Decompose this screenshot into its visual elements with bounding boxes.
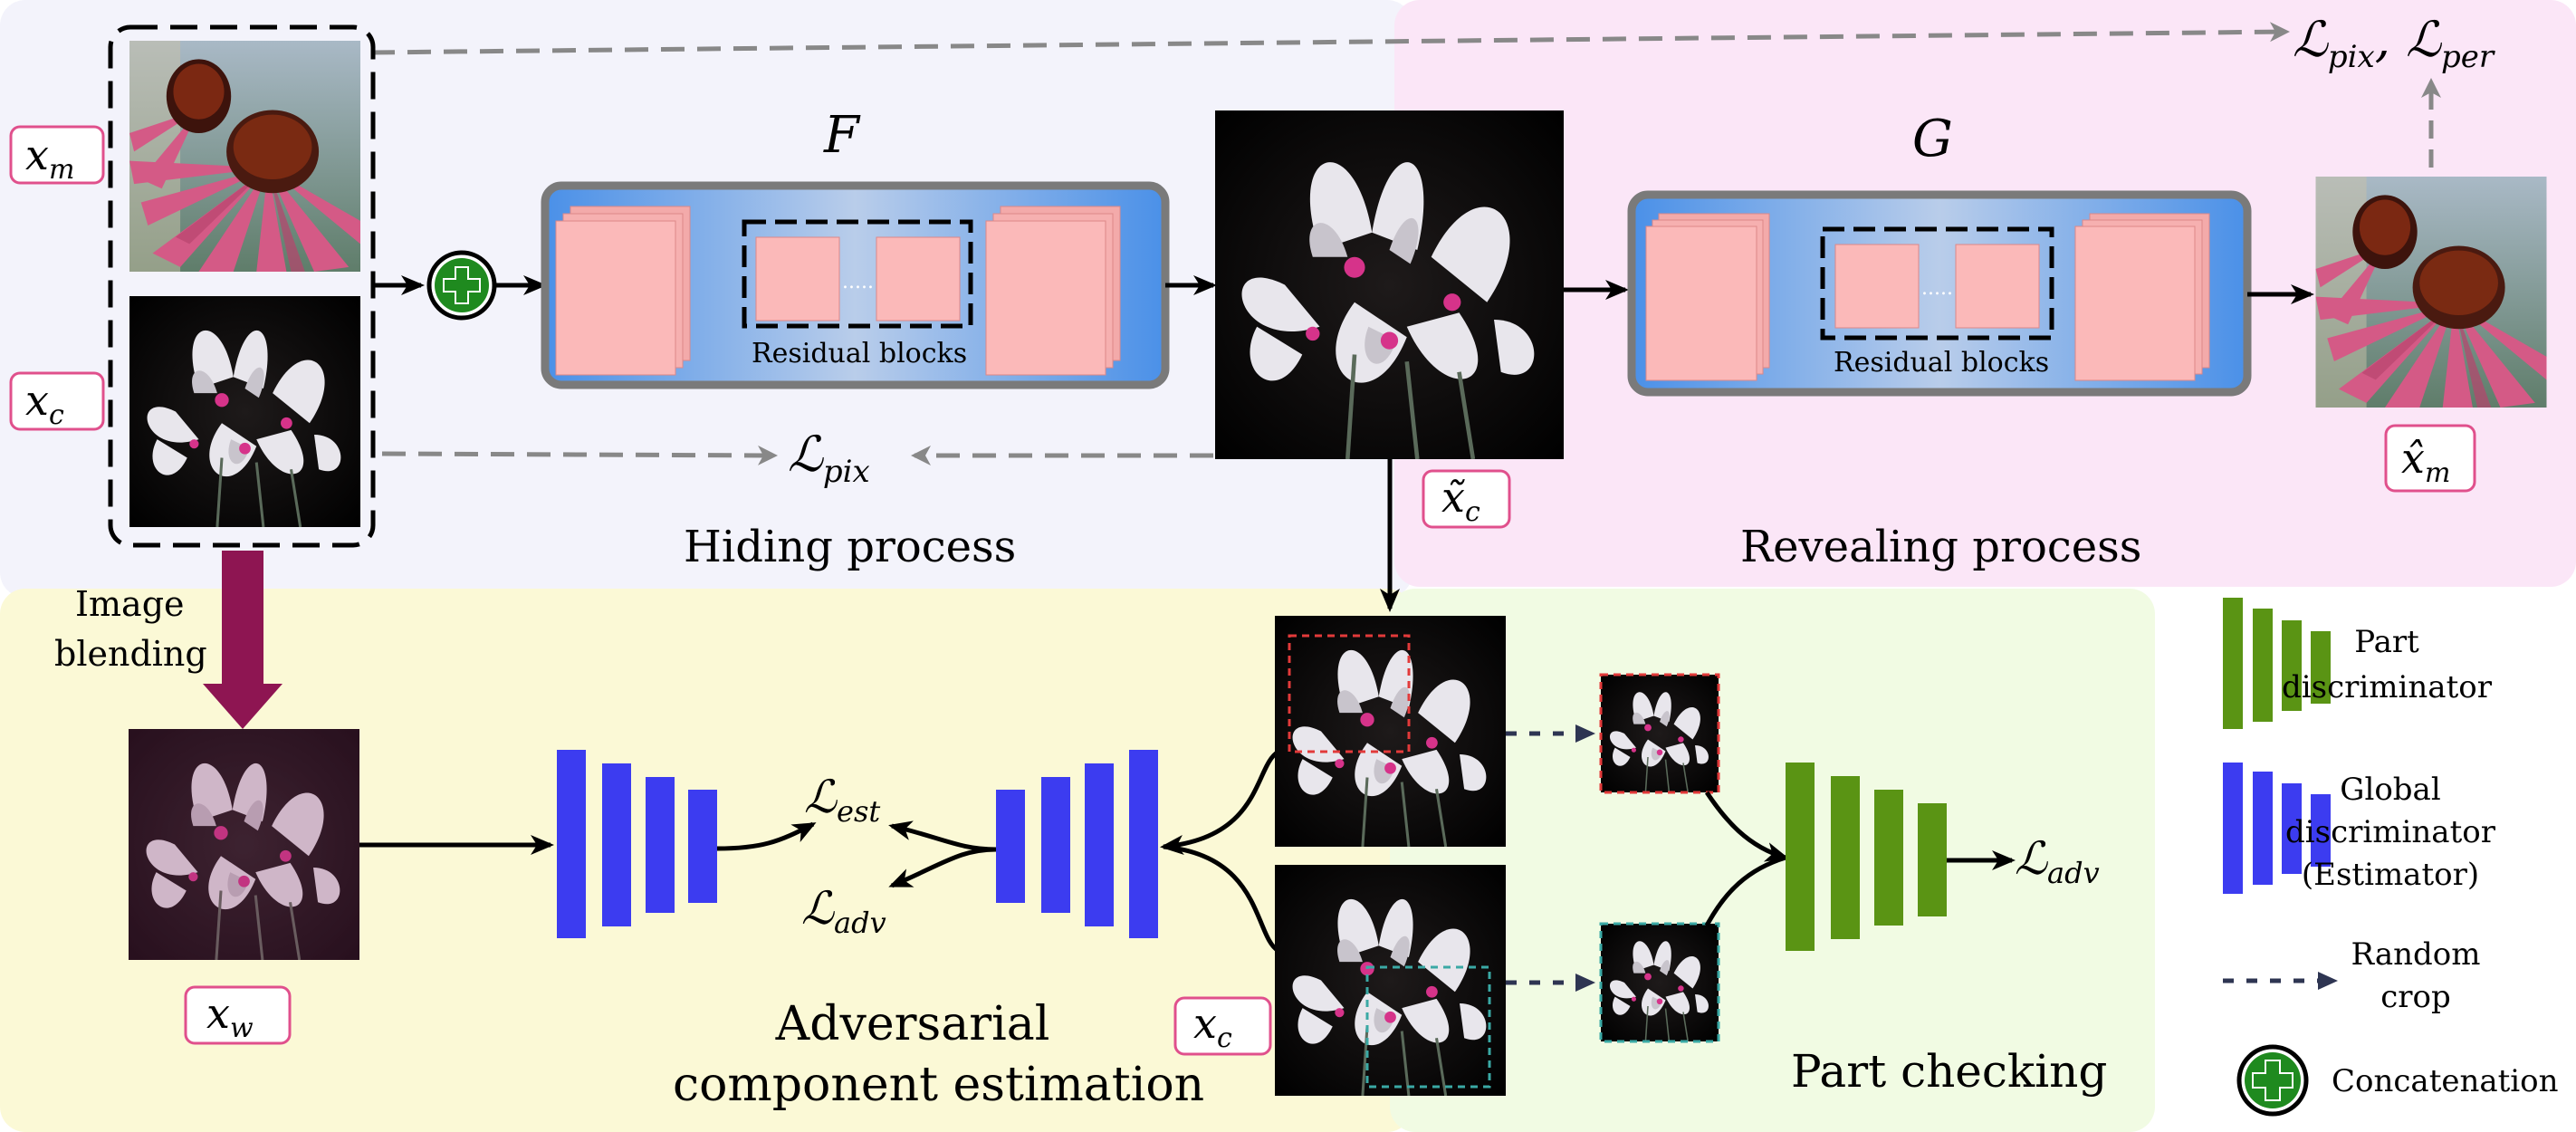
loss-adv2-symbol: ℒ (2015, 832, 2048, 885)
loss-adv-sub: adv (834, 906, 886, 940)
top-loss-arrow (370, 22, 2290, 55)
loss-adv-part: ℒadv (2015, 832, 2100, 890)
part-checking-label: Part checking (1791, 1045, 2107, 1098)
cropped-patch-top (1599, 673, 1720, 794)
residual-blocks-label-g: Residual blocks (1834, 347, 2049, 379)
loss-est-symbol: ℒ (804, 771, 838, 823)
label-box-xc (9, 371, 105, 431)
secret-image-xm (129, 41, 360, 272)
residual-dots-f: ..... (842, 271, 874, 293)
svg-text:x̃c: x̃c (1441, 473, 1480, 528)
arrow-patch2-to-partdisc (1704, 855, 1786, 927)
label-xc2: x (1193, 999, 1217, 1048)
pix-loss-arrow-left (381, 445, 778, 465)
legend-concat-icon (2236, 1044, 2309, 1117)
loss-adv: ℒadv (801, 882, 886, 940)
container-image-xc-tilde (1215, 110, 1564, 459)
cover-image-xc (129, 296, 360, 527)
label-xw: x (206, 989, 230, 1038)
label-xm-hat: x̂ (2401, 434, 2425, 483)
loss-mid-sub: pix (823, 454, 870, 490)
legend-global-disc-icon (2223, 763, 2331, 894)
svg-text:xc: xc (1193, 999, 1232, 1054)
svg-text:x̂m: x̂m (2401, 434, 2450, 489)
cropped-patch-bottom (1599, 922, 1720, 1043)
arrow-disc1-to-lest (716, 821, 817, 851)
loss-top-sub1: pix (2328, 39, 2375, 75)
label-xm-sub: m (49, 154, 74, 186)
loss-top-sep: , ℒ (2375, 11, 2442, 68)
adversarial-label-line2: component estimation (673, 1058, 1204, 1112)
image-blending-label-2: blending (54, 634, 207, 674)
label-xc: x (25, 376, 49, 425)
svg-text:xm: xm (25, 130, 74, 186)
label-box-xc2 (1173, 996, 1272, 1056)
label-xc-tilde: x̃ (1441, 473, 1465, 522)
image-blending-label-1: Image (75, 584, 185, 624)
revealed-image-xm-hat (2315, 177, 2547, 408)
legend-part-label-2: discriminator (2282, 669, 2493, 705)
loss-adv-symbol: ℒ (801, 882, 835, 935)
image-blending-arrow (203, 551, 282, 729)
label-xm-hat-sub: m (2425, 457, 2450, 489)
hiding-process-label: Hiding process (684, 522, 1016, 572)
cover-image-crop-bottom (1275, 865, 1506, 1096)
residual-blocks-label-f: Residual blocks (752, 338, 967, 369)
global-discriminator-2 (996, 750, 1158, 938)
network-g (1627, 190, 2252, 397)
loss-top-symbol: ℒ (2293, 11, 2329, 68)
loss-top-sub2: per (2441, 39, 2495, 75)
blended-image-xw (129, 729, 359, 960)
label-box-xm (9, 125, 105, 185)
cover-image-crop-top (1275, 616, 1506, 847)
arrow-disc2-to-ladv (888, 847, 997, 888)
global-discriminator-1 (557, 750, 717, 938)
label-box-xm-hat (2384, 424, 2476, 493)
legend-concat-label: Concatenation (2332, 1063, 2559, 1099)
loss-mid-symbol: ℒ (788, 426, 824, 483)
label-xw-sub: w (230, 1012, 254, 1044)
legend-crop-label-1: Random (2351, 936, 2480, 973)
loss-adv2-sub: adv (2047, 856, 2100, 890)
loss-est: ℒest (804, 771, 880, 829)
arrow-img2-to-disc2 (1163, 844, 1280, 954)
revealing-process-label: Revealing process (1740, 522, 2141, 572)
residual-dots-g: ..... (1921, 277, 1953, 300)
legend-global-label-3: (Estimator) (2302, 857, 2479, 893)
label-xc2-sub: c (1217, 1022, 1232, 1054)
loss-pix: ℒpix (788, 426, 870, 490)
network-g-label: G (1912, 110, 1953, 168)
legend-crop-label-2: crop (2380, 979, 2451, 1015)
label-xm: x (25, 130, 49, 179)
legend-part-disc-icon (2223, 598, 2331, 729)
label-box-xc-tilde (1422, 469, 1511, 529)
legend-part-label-1: Part (2354, 624, 2419, 660)
svg-text:xc: xc (25, 376, 64, 431)
loss-pix-per: ℒpix, ℒper (2293, 11, 2495, 75)
network-f-label: F (823, 106, 861, 165)
loss-est-sub: est (837, 794, 880, 829)
arrow-patch1-to-partdisc (1704, 791, 1789, 862)
concat-icon (426, 250, 497, 321)
arrow-img1-to-disc2 (1160, 749, 1280, 855)
legend-global-label-1: Global (2340, 772, 2440, 808)
adversarial-label-line1: Adversarial (775, 997, 1050, 1051)
legend-global-label-2: discriminator (2285, 814, 2496, 850)
label-xc-tilde-sub: c (1465, 496, 1480, 528)
label-xc-sub: c (49, 399, 64, 431)
svg-text:xw: xw (206, 989, 254, 1044)
part-discriminator (1786, 763, 1947, 951)
label-box-xw (184, 985, 292, 1045)
